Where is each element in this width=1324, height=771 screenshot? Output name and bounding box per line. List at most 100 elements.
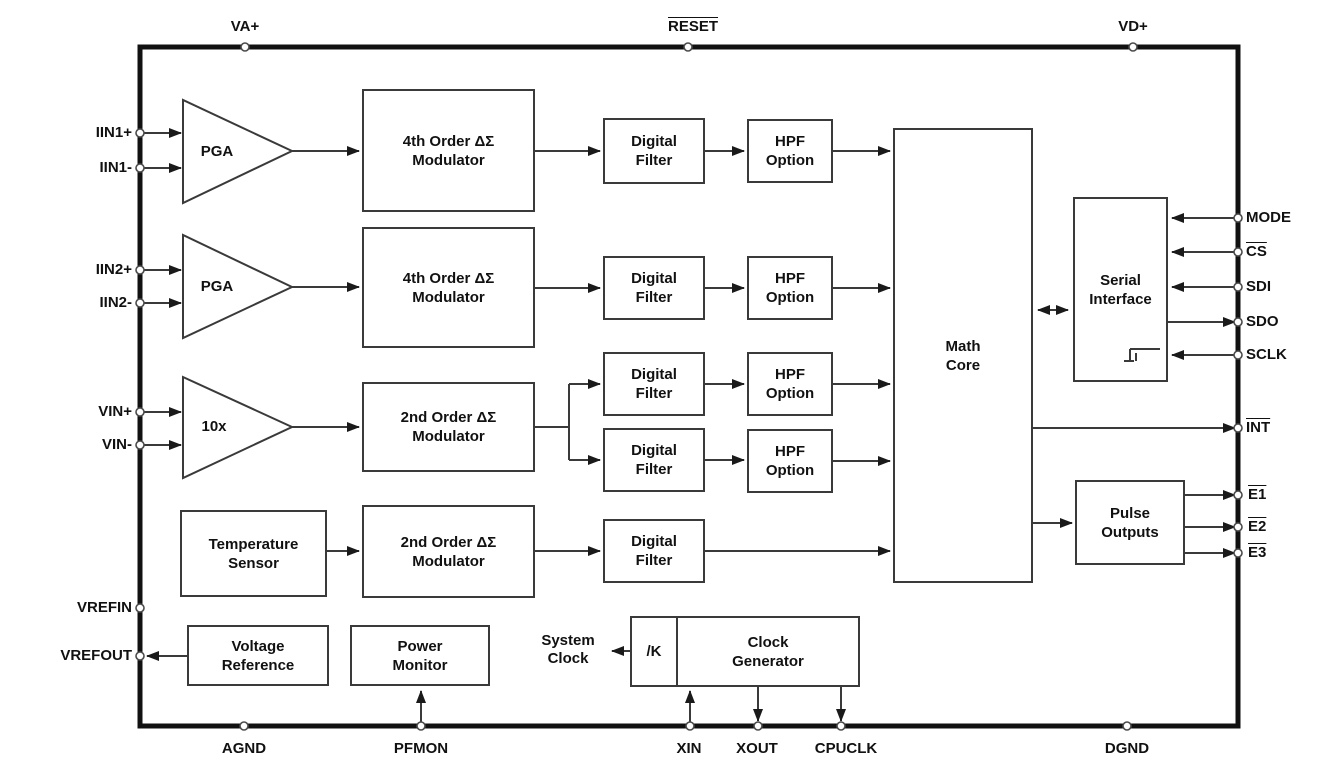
pin-sdi — [1233, 282, 1243, 292]
pin-pfmon — [416, 721, 426, 731]
pin-label-vd: VD+ — [1118, 18, 1148, 35]
pin-xin — [685, 721, 695, 731]
pin-vrefout — [135, 651, 145, 661]
wire-mod3-split — [535, 384, 570, 460]
pin-iin1m — [135, 163, 145, 173]
pin-label-vinm: VIN- — [102, 436, 132, 453]
block-label: Option — [765, 289, 815, 306]
block-label: Filter — [635, 552, 673, 569]
pin-label-xin: XIN — [676, 740, 702, 757]
block-label: Monitor — [392, 656, 448, 674]
pin-label-e1: E1 — [1248, 486, 1267, 503]
pin-label-vrefout: VREFOUT — [60, 647, 132, 664]
pin-xout — [753, 721, 763, 731]
system-clock-line2: Clock — [547, 650, 589, 667]
block-label: Option — [765, 152, 815, 169]
block-label: Math — [945, 337, 981, 355]
pin-label-cs: CS — [1246, 243, 1267, 260]
block-label: Pulse — [1109, 504, 1151, 522]
block-label: Temperature — [208, 535, 299, 553]
block-clock-generator: Clock Generator — [676, 616, 860, 687]
block-label: Digital — [631, 442, 677, 459]
amp-10x-label: 10x — [201, 418, 227, 435]
pin-label-e2: E2 — [1248, 518, 1267, 535]
pin-vrefin — [135, 603, 145, 613]
block-label: 2nd Order ΔΣ — [400, 533, 497, 551]
pin-circles — [135, 42, 1243, 731]
pin-label-agnd: AGND — [221, 740, 267, 757]
block-label: Interface — [1089, 290, 1152, 308]
block-math-core: Math Core — [893, 128, 1033, 583]
block-hpf-option-4: HPF Option — [747, 429, 833, 493]
block-hpf-option-1: HPF Option — [747, 119, 833, 183]
block-serial-interface: Serial Interface — [1073, 197, 1168, 382]
pin-label-reset: RESET — [667, 18, 719, 35]
block-label: HPF — [775, 366, 805, 383]
block-label: Digital — [631, 133, 677, 150]
pga2-triangle — [182, 233, 295, 340]
pin-va — [240, 42, 250, 52]
pin-label-iin1p: IIN1+ — [95, 124, 132, 141]
block-power-monitor: Power Monitor — [350, 625, 490, 686]
block-label: HPF — [775, 443, 805, 460]
wires — [140, 128, 1238, 726]
pin-label-iin2m: IIN2- — [99, 294, 132, 311]
pin-label-sdo: SDO — [1246, 313, 1279, 330]
schmitt-trigger-icon — [1124, 348, 1160, 362]
block-label: Sensor — [228, 554, 279, 572]
pin-label-vinp: VIN+ — [98, 403, 132, 420]
block-label: Filter — [635, 461, 673, 478]
pga2-label: PGA — [200, 278, 234, 295]
amplifiers — [182, 98, 295, 480]
pin-e1 — [1233, 490, 1243, 500]
pin-label-sdi: SDI — [1246, 278, 1272, 295]
pin-label-va: VA+ — [230, 18, 260, 35]
amp-10x-triangle — [182, 375, 295, 480]
block-label: /K — [646, 643, 662, 660]
pin-vinp — [135, 407, 145, 417]
pin-label-xout: XOUT — [736, 740, 778, 757]
pin-vinm — [135, 440, 145, 450]
pin-label-sclk: SCLK — [1246, 346, 1287, 363]
pin-vd — [1128, 42, 1138, 52]
block-modulator-4th-ch2: 4th Order ΔΣ Modulator — [362, 227, 535, 348]
block-clock-divider-k: /K — [630, 616, 678, 687]
system-clock-line1: System — [541, 632, 595, 649]
pin-agnd — [239, 721, 249, 731]
block-label: Filter — [635, 385, 673, 402]
pin-label-int: INT — [1246, 419, 1271, 436]
pin-iin1p — [135, 128, 145, 138]
pin-sclk — [1233, 350, 1243, 360]
pin-label-mode: MODE — [1246, 209, 1291, 226]
block-label: Digital — [631, 366, 677, 383]
pin-mode — [1233, 213, 1243, 223]
pin-reset — [683, 42, 693, 52]
block-label: Voltage — [231, 637, 285, 655]
block-label: Modulator — [412, 151, 485, 169]
block-digital-filter-2: Digital Filter — [603, 256, 705, 320]
block-label: Clock — [747, 633, 789, 651]
block-label: Serial — [1100, 271, 1141, 289]
block-label: Modulator — [412, 552, 485, 570]
block-digital-filter-1: Digital Filter — [603, 118, 705, 184]
pin-label-iin2p: IIN2+ — [95, 261, 132, 278]
block-label: Digital — [631, 270, 677, 287]
pin-label-dgnd: DGND — [1104, 740, 1150, 757]
block-label: HPF — [775, 133, 805, 150]
block-label: Core — [945, 356, 981, 374]
block-label: Digital — [631, 533, 677, 550]
pin-iin2p — [135, 265, 145, 275]
pin-e2 — [1233, 522, 1243, 532]
system-clock-label: System Clock — [541, 632, 594, 668]
pga1-label: PGA — [200, 143, 234, 160]
block-hpf-option-3: HPF Option — [747, 352, 833, 416]
block-label: Outputs — [1101, 523, 1159, 541]
pga1-triangle — [182, 98, 295, 205]
block-label: 4th Order ΔΣ — [402, 269, 495, 287]
block-temperature-sensor: Temperature Sensor — [180, 510, 327, 597]
pin-int — [1233, 423, 1243, 433]
block-digital-filter-4: Digital Filter — [603, 428, 705, 492]
block-modulator-4th-ch1: 4th Order ΔΣ Modulator — [362, 89, 535, 212]
